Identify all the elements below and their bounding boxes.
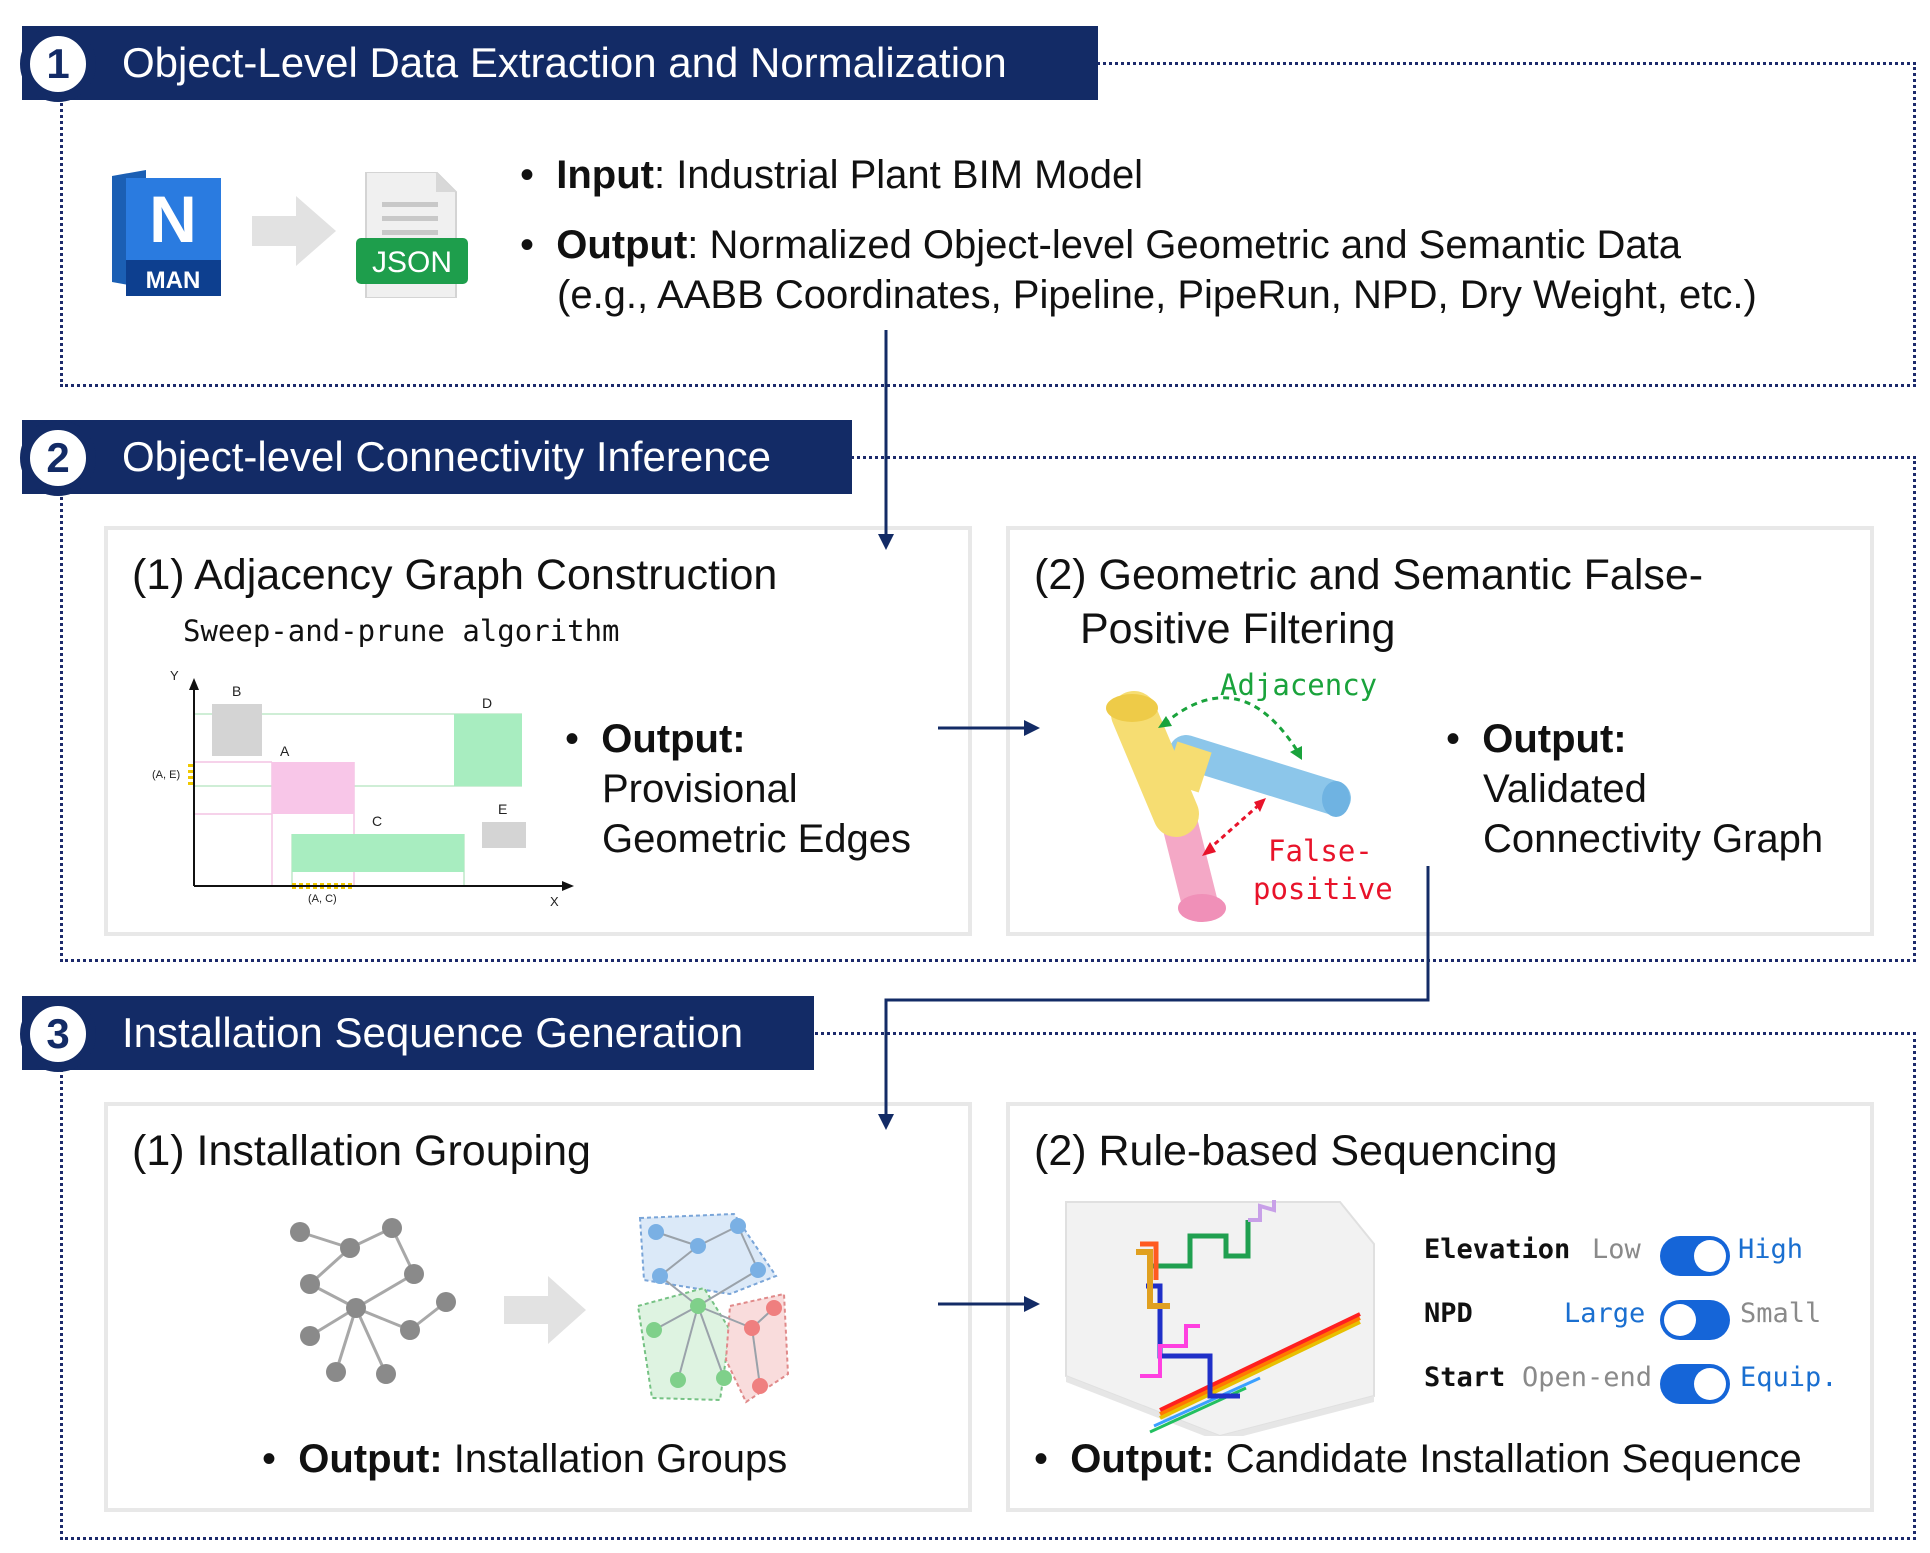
adjacency-output: • Output: Provisional Geometric Edges bbox=[565, 714, 911, 864]
rule-start-toggle[interactable] bbox=[1660, 1364, 1730, 1404]
input-text: : Industrial Plant BIM Model bbox=[653, 153, 1144, 197]
stage2-number-badge: 2 bbox=[20, 420, 96, 496]
stage1-output-examples: (e.g., AABB Coordinates, Pipeline, PipeR… bbox=[557, 273, 1757, 317]
filtering-panel-title-line1: (2) Geometric and Semantic False- bbox=[1034, 551, 1704, 599]
box-d bbox=[454, 714, 522, 786]
grouped-graph bbox=[636, 1212, 790, 1404]
sweep-prune-chart: Y X A B C D E (A, E) (A, C) bbox=[152, 668, 574, 909]
box-a-label: A bbox=[280, 743, 290, 759]
rule-start-right: Equip. bbox=[1740, 1362, 1838, 1393]
box-c-label: C bbox=[372, 813, 382, 829]
overlap-y-label: (A, E) bbox=[152, 769, 180, 781]
json-icon-label: JSON bbox=[372, 246, 452, 279]
filtering-output-line2: Connectivity Graph bbox=[1483, 817, 1824, 861]
box-d-label: D bbox=[482, 695, 492, 711]
arrow-head bbox=[1024, 1296, 1040, 1312]
arrow-head bbox=[878, 534, 894, 550]
stage3-frame bbox=[60, 1032, 1916, 1540]
rule-elevation-toggle[interactable] bbox=[1660, 1236, 1730, 1276]
input-label: Input bbox=[556, 153, 654, 197]
rule-npd-name: NPD bbox=[1424, 1298, 1473, 1329]
box-b-label: B bbox=[232, 683, 241, 699]
adjacency-panel-title: (1) Adjacency Graph Construction bbox=[132, 551, 778, 599]
json-file-icon: JSON bbox=[356, 172, 468, 298]
stage1-input-line: • Input: Industrial Plant BIM Model bbox=[520, 153, 1144, 197]
pipe-connectivity-illustration bbox=[1106, 691, 1351, 922]
ungrouped-graph bbox=[290, 1218, 456, 1384]
axis-y-label: Y bbox=[170, 668, 179, 683]
overlap-x-label: (A, C) bbox=[308, 893, 337, 905]
rule-start-name: Start bbox=[1424, 1362, 1506, 1393]
output-label: Output bbox=[556, 223, 688, 267]
rule-elevation-name: Elevation bbox=[1424, 1234, 1571, 1265]
rule-npd-right: Small bbox=[1740, 1298, 1822, 1329]
grouping-output-text: Installation Groups bbox=[442, 1437, 788, 1481]
box-e-label: E bbox=[498, 801, 507, 817]
filtering-output-line1: Validated bbox=[1483, 767, 1647, 811]
stage1-title: Object-Level Data Extraction and Normali… bbox=[122, 39, 1007, 86]
output-text: : Normalized Object-level Geometric and … bbox=[687, 223, 1682, 267]
axis-x-label: X bbox=[550, 894, 559, 909]
grouping-output-label: Output: bbox=[298, 1437, 443, 1481]
box-c bbox=[292, 834, 464, 872]
convert-arrow-icon bbox=[252, 196, 336, 266]
false-positive-label-line2: positive bbox=[1253, 872, 1393, 906]
stage2-title: Object-level Connectivity Inference bbox=[122, 433, 771, 480]
sequencing-output-label: Output: bbox=[1070, 1437, 1215, 1481]
rule-npd-toggle[interactable] bbox=[1660, 1300, 1730, 1340]
sequencing-output: • Output: Candidate Installation Sequenc… bbox=[1034, 1437, 1802, 1481]
box-a bbox=[272, 762, 354, 814]
rule-start-left: Open-end bbox=[1522, 1362, 1653, 1393]
toggle-knob bbox=[1664, 1304, 1696, 1336]
stage1-output-line: • Output: Normalized Object-level Geomet… bbox=[520, 223, 1682, 267]
adjacency-output-line1: Provisional bbox=[602, 767, 798, 811]
filtering-output-label: Output: bbox=[1482, 717, 1627, 761]
stage3-number-badge: 3 bbox=[20, 996, 96, 1072]
stage1-number-badge: 1 bbox=[20, 26, 96, 102]
sequencing-output-text: Candidate Installation Sequence bbox=[1214, 1437, 1802, 1481]
sweep-prune-label: Sweep-and-prune algorithm bbox=[183, 614, 620, 648]
man-icon-label: MAN bbox=[146, 267, 201, 294]
box-e bbox=[482, 822, 526, 848]
arrow-head bbox=[1024, 720, 1040, 736]
grouping-output: • Output: Installation Groups bbox=[262, 1437, 788, 1481]
false-positive-label-line1: False- bbox=[1268, 834, 1373, 868]
grouping-arrow-icon bbox=[504, 1276, 586, 1344]
rule-npd-left: Large bbox=[1564, 1298, 1646, 1329]
adjacency-label: Adjacency bbox=[1220, 668, 1378, 702]
stage2-frame bbox=[60, 456, 1916, 962]
adjacency-output-line2: Geometric Edges bbox=[602, 817, 912, 861]
navisworks-man-icon: N MAN bbox=[112, 170, 221, 296]
plant-3d-view bbox=[1065, 1200, 1375, 1436]
toggle-knob bbox=[1694, 1240, 1726, 1272]
stage1-header: Object-Level Data Extraction and Normali… bbox=[22, 26, 1098, 100]
stage2-header: Object-level Connectivity Inference bbox=[22, 420, 852, 494]
grouping-panel-title: (1) Installation Grouping bbox=[132, 1127, 591, 1175]
box-b bbox=[212, 704, 262, 756]
rule-elevation-right: High bbox=[1738, 1234, 1804, 1265]
sequencing-panel-title: (2) Rule-based Sequencing bbox=[1034, 1127, 1558, 1175]
adjacency-output-label: Output: bbox=[601, 717, 746, 761]
rule-elevation-left: Low bbox=[1592, 1234, 1641, 1265]
man-icon-letter: N bbox=[149, 182, 197, 256]
filtering-panel-title-line2: Positive Filtering bbox=[1080, 605, 1396, 653]
toggle-knob bbox=[1694, 1368, 1726, 1400]
stage3-title: Installation Sequence Generation bbox=[122, 1009, 744, 1056]
filtering-output: • Output: Validated Connectivity Graph bbox=[1446, 714, 1823, 864]
stage3-header: Installation Sequence Generation bbox=[22, 996, 814, 1070]
arrow-head bbox=[878, 1114, 894, 1130]
